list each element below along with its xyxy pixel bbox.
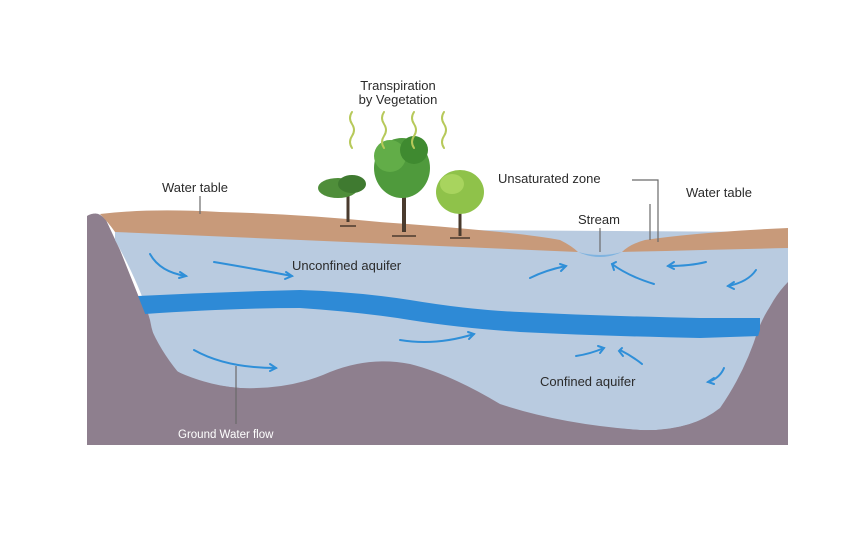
bedrock-right-cliff xyxy=(726,282,788,445)
soil-layer-right xyxy=(622,228,788,252)
tree-large-icon xyxy=(374,136,430,237)
soil-layer-left xyxy=(100,210,578,252)
aquifer-body xyxy=(115,228,788,431)
unsaturated-zone-label: Unsaturated zone xyxy=(498,171,601,186)
ground-water-flow-label: Ground Water flow xyxy=(178,429,274,441)
transpiration-label-line2: by Vegetation xyxy=(359,92,438,107)
unsaturated-zone-leader xyxy=(632,179,659,242)
unconfined-aquifer-label: Unconfined aquifer xyxy=(292,258,402,273)
confining-layer xyxy=(138,290,760,338)
transpiration-label-line1: Transpiration xyxy=(360,78,435,93)
flow-arrows xyxy=(149,253,757,385)
stream xyxy=(578,252,622,257)
tree-small-icon xyxy=(318,175,366,227)
bedrock-hump xyxy=(178,361,726,445)
transpiration-waves xyxy=(349,111,447,149)
confined-aquifer-label: Confined aquifer xyxy=(540,374,636,389)
stream-label: Stream xyxy=(578,212,620,227)
tree-light-icon xyxy=(436,170,484,239)
water-table-right-label: Water table xyxy=(686,185,752,200)
bedrock-left-cliff xyxy=(87,213,178,445)
water-table-left-label: Water table xyxy=(162,180,228,195)
